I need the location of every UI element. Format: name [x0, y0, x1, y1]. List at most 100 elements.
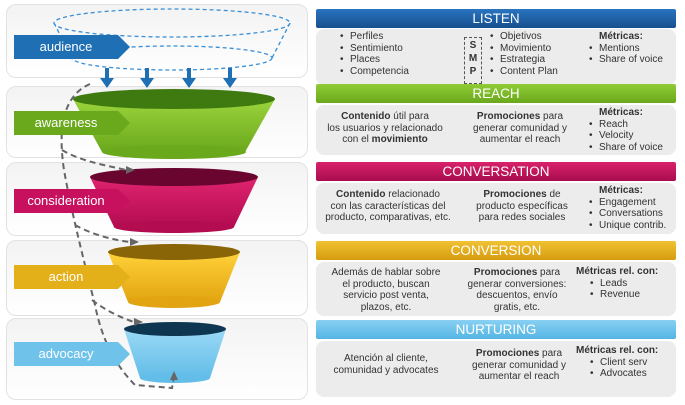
reach-col1: Contenido útil para los usuarios y relac… [316, 111, 454, 146]
metrics-label: Métricas rel. con: [576, 266, 659, 277]
reach-metrics: Métricas: Reach Velocity Share of voice [599, 107, 663, 153]
text-bold: Promociones [475, 348, 540, 359]
text-line: aumentar el reach [478, 371, 560, 382]
text-line: Contenido útil para [316, 111, 454, 123]
listen-col1: Perfiles Sentimiento Places Competencia [350, 31, 409, 77]
list-item: Content Plan [500, 66, 558, 78]
banner-reach: REACH [316, 84, 676, 103]
text: con el [342, 134, 372, 145]
funnel-segment-consideration [90, 168, 258, 233]
nurturing-col2: Promociones para generar comunidad y aum… [458, 348, 580, 383]
metrics-label: Métricas: [599, 107, 643, 118]
text-bold: Promociones [476, 111, 541, 122]
banner-conversion: CONVERSION [316, 241, 676, 260]
text: para [539, 348, 563, 359]
smp-letter: S [469, 40, 477, 51]
conversion-col2: Promociones para generar conversiones: d… [456, 267, 578, 313]
smp-letter: M [468, 53, 478, 64]
list-item: Objetivos [500, 31, 558, 43]
metrics-label: Métricas: [599, 185, 643, 196]
list-item: Engagement [599, 197, 666, 209]
arrow-shape [14, 342, 130, 366]
reach-col2: Promociones para generar comunidad y aum… [458, 111, 582, 146]
funnel-segment-awareness [73, 89, 275, 159]
text-bold: Promociones [483, 189, 547, 200]
down-arrows [100, 68, 237, 88]
list-item: Competencia [350, 66, 409, 78]
stage-label-awareness: awareness [14, 111, 130, 135]
funnel-segment-advocacy [124, 322, 226, 383]
panel-conversion: Además de hablar sobre el producto, busc… [316, 262, 676, 316]
arrow-shape [14, 189, 130, 213]
text-line: Atención al cliente, [344, 353, 428, 364]
smp-letter: P [469, 66, 477, 77]
panel-conversation: Contenido relacionado con las caracterís… [316, 183, 676, 234]
list-item: Share of voice [599, 54, 663, 66]
list-item: Unique contrib. [599, 220, 666, 232]
panel-listen: Perfiles Sentimiento Places Competencia … [316, 29, 676, 85]
conversation-col1: Contenido relacionado con las caracterís… [316, 189, 460, 224]
text-line: los usuarios y relacionado [327, 122, 443, 134]
text-line: generar comunidad y [473, 122, 567, 134]
text-line: producto, comparativas, etc. [325, 212, 451, 223]
text-line: aumentar el reach [479, 134, 561, 145]
text-line: producto específicas [476, 200, 568, 212]
text-line: comunidad y advocates [333, 364, 439, 376]
smp-box: S M P [464, 37, 482, 84]
text-bold: Promociones [473, 267, 538, 278]
list-item: Conversations [599, 208, 666, 220]
arrow-shape [14, 265, 130, 289]
stage-label-audience: audience [14, 35, 130, 59]
text-line: Promociones para [456, 267, 578, 279]
text-line: para redes sociales [478, 212, 566, 223]
text: relacionado [385, 189, 440, 200]
text: de [546, 189, 561, 200]
text-line: el producto, buscan [342, 278, 430, 290]
stage-label-text: action [48, 269, 84, 284]
list-item: Velocity [599, 130, 663, 142]
text-line: descuentos, envío [476, 290, 558, 301]
flow-arrowheads [126, 166, 178, 380]
text-line: plazos, etc. [360, 301, 412, 313]
panel-reach: Contenido útil para los usuarios y relac… [316, 105, 676, 155]
list-item: Advocates [600, 368, 658, 380]
text: para [540, 111, 564, 122]
list-item: Share of voice [599, 142, 663, 154]
list-item: Places [350, 54, 409, 66]
text-line: gratis, etc. [493, 301, 541, 313]
funnel-segment-action [108, 244, 240, 308]
stage-label-text: consideration [27, 193, 105, 208]
stage-label-action: action [14, 265, 130, 289]
text: para [537, 267, 561, 278]
list-item: Movimiento [500, 43, 558, 55]
text-line: servicio post venta, [343, 290, 429, 301]
text-line: generar conversiones: [467, 278, 567, 290]
panel-nurturing: Atención al cliente, comunidad y advocat… [316, 341, 676, 397]
listen-metrics: Métricas: Mentions Share of voice [599, 31, 663, 66]
arrow-shape [14, 111, 130, 135]
text-bold: movimiento [371, 134, 428, 145]
text-line: con las características del [330, 200, 446, 212]
stage-label-advocacy: advocacy [14, 342, 130, 366]
metrics-label: Métricas: [599, 31, 643, 42]
conversion-metrics: Métricas rel. con: Leads Revenue [576, 266, 658, 301]
text-bold: Contenido [336, 189, 386, 200]
list-item: Perfiles [350, 31, 409, 43]
banner-conversation: CONVERSATION [316, 162, 676, 181]
arrow-shape [14, 35, 130, 59]
list-item: Leads [600, 278, 658, 290]
list-item: Revenue [600, 289, 658, 301]
text-line: Contenido relacionado [316, 189, 460, 201]
listen-col2: Objetivos Movimiento Estrategia Content … [500, 31, 558, 77]
list-item: Sentimiento [350, 43, 409, 55]
banner-nurturing: NURTURING [316, 320, 676, 339]
list-item: Estrategia [500, 54, 558, 66]
nurturing-col1: Atención al cliente, comunidad y advocat… [316, 353, 456, 376]
text-line: con el movimiento [316, 134, 454, 146]
conversation-metrics: Métricas: Engagement Conversations Uniqu… [599, 185, 666, 231]
stage-label-consideration: consideration [14, 189, 130, 213]
text-line: generar comunidad y [472, 359, 566, 371]
text-line: Además de hablar sobre [331, 267, 441, 278]
stage-label-text: awareness [34, 115, 98, 130]
list-item: Client serv [600, 357, 658, 369]
